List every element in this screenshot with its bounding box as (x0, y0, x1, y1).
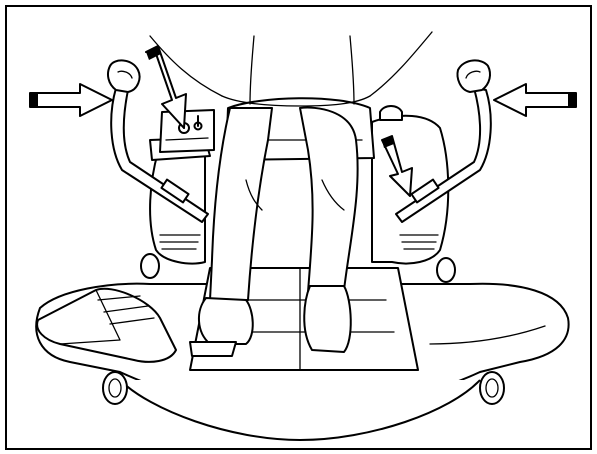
front-wheel-left (103, 372, 127, 404)
operator-arms (150, 32, 432, 106)
mower-operator-illustration (7, 7, 590, 448)
rear-wheel-left (141, 254, 159, 278)
brake-pedal (190, 342, 236, 356)
illustration-frame (5, 5, 592, 450)
control-console (160, 110, 214, 152)
lever-push-arrow-right-icon (494, 84, 576, 116)
front-wheel-right (480, 372, 504, 404)
lever-push-arrow-left-icon (30, 84, 112, 116)
right-shoe (304, 286, 351, 352)
left-shoe (199, 298, 253, 344)
rear-wheel-right (437, 258, 455, 282)
